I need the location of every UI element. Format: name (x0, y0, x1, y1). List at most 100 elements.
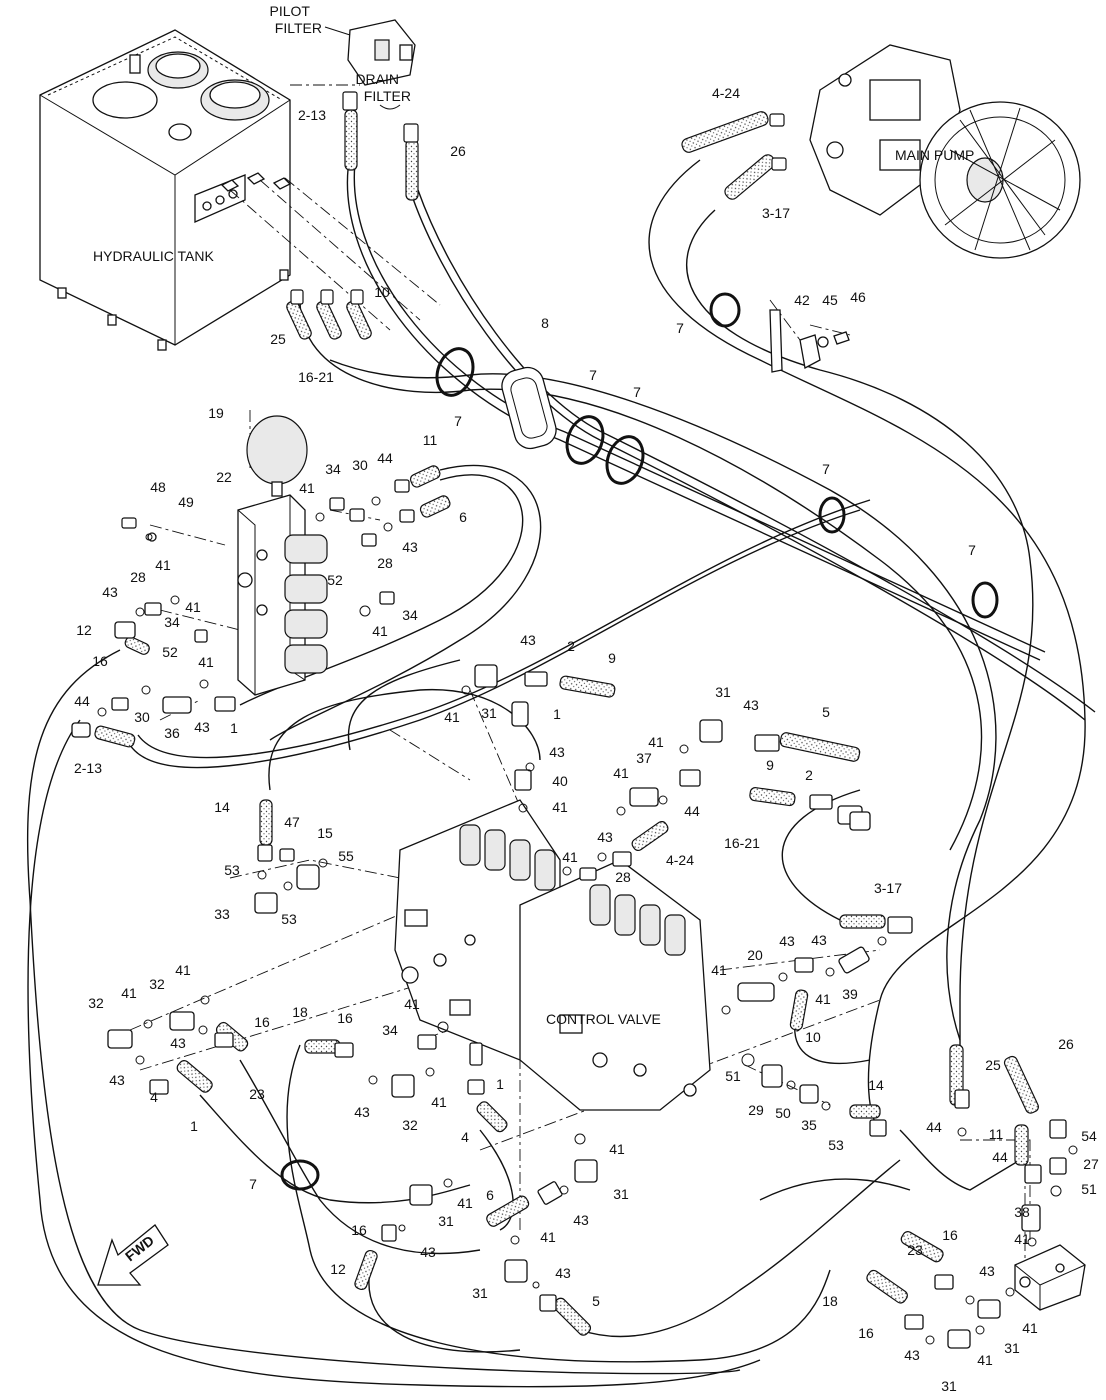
callout-31: 31 (1004, 1340, 1020, 1356)
callout-43: 43 (354, 1104, 370, 1120)
callout-26: 26 (450, 143, 466, 159)
callout-41: 41 (431, 1094, 447, 1110)
callout-30: 30 (134, 709, 150, 725)
callout-41: 41 (404, 996, 420, 1012)
callout-14: 14 (214, 799, 230, 815)
callout-16-21: 16-21 (298, 369, 334, 385)
callout-25: 25 (270, 331, 286, 347)
callout-39: 39 (842, 986, 858, 1002)
callout-41: 41 (711, 962, 727, 978)
hydraulic-tank (39, 29, 292, 351)
callout-23: 23 (249, 1086, 265, 1102)
callout-30: 30 (352, 457, 368, 473)
accumulator-19 (246, 415, 308, 497)
callout-34: 34 (164, 614, 180, 630)
callout-43: 43 (170, 1035, 186, 1051)
callout-34: 34 (382, 1022, 398, 1038)
callout-41: 41 (552, 799, 568, 815)
callout-8: 8 (541, 315, 549, 331)
callout-28: 28 (615, 869, 631, 885)
callout-16: 16 (92, 653, 108, 669)
main-pump (809, 44, 1081, 259)
o-rings (97, 496, 1078, 1345)
callout-43: 43 (555, 1265, 571, 1281)
callout-43: 43 (420, 1244, 436, 1260)
callout-44: 44 (684, 803, 700, 819)
callout-44: 44 (74, 693, 90, 709)
callout-7: 7 (589, 367, 597, 383)
callout-48: 48 (150, 479, 166, 495)
callout-31: 31 (613, 1186, 629, 1202)
callout-54: 54 (1081, 1128, 1097, 1144)
callout-2-13: 2-13 (74, 760, 102, 776)
valve-block-22 (237, 494, 328, 696)
callout-18: 18 (292, 1004, 308, 1020)
callout-28: 28 (130, 569, 146, 585)
callout-9: 9 (608, 650, 616, 666)
callout-41: 41 (198, 654, 214, 670)
pilot-drain-filter (324, 19, 416, 110)
callout-14: 14 (868, 1077, 884, 1093)
callout-41: 41 (457, 1195, 473, 1211)
callout-5: 5 (592, 1293, 600, 1309)
callout-7: 7 (676, 320, 684, 336)
callout-31: 31 (715, 684, 731, 700)
callout-1: 1 (190, 1118, 198, 1134)
callout-15: 15 (317, 825, 333, 841)
callout-51: 51 (725, 1068, 741, 1084)
callout-2: 2 (805, 767, 813, 783)
callout-41: 41 (648, 734, 664, 750)
callout-44: 44 (926, 1119, 942, 1135)
callout-41: 41 (562, 849, 578, 865)
callout-5: 5 (822, 704, 830, 720)
clamp-8 (501, 366, 557, 450)
callout-37: 37 (636, 750, 652, 766)
callout-41: 41 (1022, 1320, 1038, 1336)
callout-16-21: 16-21 (724, 835, 760, 851)
callout-10: 10 (805, 1029, 821, 1045)
callout-41: 41 (977, 1352, 993, 1368)
callout-20: 20 (747, 947, 763, 963)
callout-43: 43 (402, 539, 418, 555)
callout-23: 23 (907, 1242, 923, 1258)
callout-31: 31 (472, 1285, 488, 1301)
callout-38: 38 (1014, 1204, 1030, 1220)
callout-43: 43 (904, 1347, 920, 1363)
callout-43: 43 (811, 932, 827, 948)
callout-36: 36 (164, 725, 180, 741)
callout-27: 27 (1083, 1156, 1099, 1172)
callout-7: 7 (633, 384, 641, 400)
tank-feet (57, 269, 289, 351)
callout-25: 25 (985, 1057, 1001, 1073)
callout-16: 16 (942, 1227, 958, 1243)
callout-7: 7 (968, 542, 976, 558)
callout-34: 34 (325, 461, 341, 477)
callout-19: 19 (208, 405, 224, 421)
callout-1: 1 (553, 706, 561, 722)
callout-7: 7 (249, 1176, 257, 1192)
callout-51: 51 (1081, 1181, 1097, 1197)
callout-3-17: 3-17 (762, 205, 790, 221)
callout-41: 41 (155, 557, 171, 573)
callout-44: 44 (377, 450, 393, 466)
callout-31: 31 (438, 1213, 454, 1229)
callout-34: 34 (402, 607, 418, 623)
callout-53: 53 (281, 911, 297, 927)
callout-55: 55 (338, 848, 354, 864)
hydraulic-tank-label: HYDRAULIC TANK (93, 248, 215, 264)
callout-43: 43 (102, 584, 118, 600)
callout-16: 16 (858, 1325, 874, 1341)
callout-35: 35 (801, 1117, 817, 1133)
callout-43: 43 (549, 744, 565, 760)
callout-43: 43 (520, 632, 536, 648)
hoses-left (26, 464, 1021, 1388)
callout-52: 52 (162, 644, 178, 660)
callout-4-24: 4-24 (712, 85, 740, 101)
forward-arrow: FWD (97, 1224, 169, 1286)
callout-11: 11 (989, 1126, 1004, 1142)
callout-16: 16 (337, 1010, 353, 1026)
